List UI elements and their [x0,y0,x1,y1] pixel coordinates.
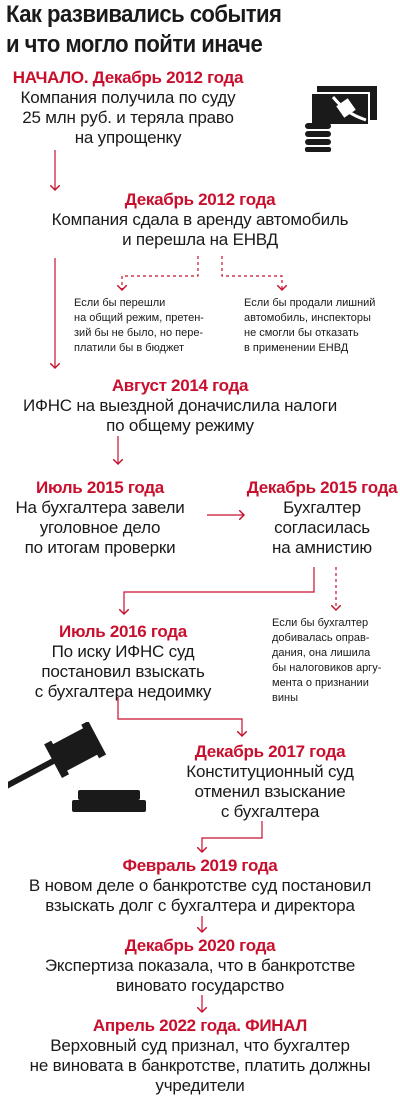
event-3-text: ИФНС на выездной доначислила налоги по о… [0,396,360,436]
event-5: Декабрь 2015 года Бухгалтер согласилась … [244,478,400,558]
gavel-icon [2,720,148,827]
note-3-line-6: вины [272,692,298,704]
note-3-line-3: дания, она лишила [272,647,371,659]
dashed-arrow-n1 [122,256,199,290]
event-9-date: Декабрь 2020 года [124,936,276,955]
event-1-text: Компания получила по суду 25 млн руб. и … [8,88,248,148]
event-8: Февраль 2019 года В новом деле о банкрот… [0,856,400,916]
arrow-e5-e6 [124,567,315,614]
event-6-date: Июль 2016 года [59,622,187,641]
event-5-line-2: согласилась [274,518,370,537]
event-8-line-2: взыскать долг с бухгалтера и директора [45,896,355,915]
event-1-line-2: 25 млн руб. и теряла право [22,108,234,127]
event-10-date: Апрель 2022 года. ФИНАЛ [92,1016,308,1035]
event-9: Декабрь 2020 года Экспертиза показала, ч… [0,936,400,996]
note-3-line-1: Если бы бухгалтер [272,617,369,629]
event-2-text: Компания сдала в аренду автомобиль и пер… [10,210,390,250]
note-3-line-2: добивалась оправ- [272,632,370,644]
dashed-arrow-n2 [221,256,282,290]
page-title: Как развивались события и что могло пойт… [6,0,365,60]
title-line-1: Как развивались события [6,1,282,28]
event-4-line-2: уголовное дело [39,518,161,537]
event-2: Декабрь 2012 года Компания сдала в аренд… [10,190,390,250]
event-1-line-3: на упрощенку [74,128,182,147]
event-2-line-2: и перешла на ЕНВД [122,230,278,249]
event-6-line-2: постановил взыскать [41,662,205,681]
event-5-line-1: Бухгалтер [283,498,361,517]
arrow-e6-e7 [117,697,242,736]
event-3-line-1: ИФНС на выездной доначислила налоги [22,396,338,415]
note-3-line-4: бы налоговиков аргу- [272,662,382,674]
money-icon [303,84,383,157]
arrow-e7-e8 [202,821,263,852]
event-3: Август 2014 года ИФНС на выездной доначи… [0,376,360,436]
event-1-line-1: Компания получила по суду [20,88,236,107]
event-4: Июль 2015 года На бухгалтера завели угол… [0,478,200,558]
event-10-line-2: не виновата в банкротстве, платить должн… [29,1056,371,1075]
event-10: Апрель 2022 года. ФИНАЛ Верховный суд пр… [0,1016,400,1096]
event-6-line-3: с бухгалтера недоимку [34,682,212,701]
note-1-line-3: зий бы не было, но пере- [74,327,204,339]
note-1-line-1: Если бы перешли [74,297,166,309]
note-2-line-3: не смогли бы отказать [244,327,359,339]
note-2: Если бы продали лишний автомобиль, инспе… [244,296,400,356]
event-7-line-3: с бухгалтера [220,802,320,821]
event-6-text: По иску ИФНС суд постановил взыскать с б… [18,642,228,702]
event-4-line-3: по итогам проверки [24,538,176,557]
event-9-line-2: виновато государство [115,976,285,995]
note-1-line-4: платили бы в бюджет [74,342,185,354]
event-1-date: НАЧАЛО. Декабрь 2012 года [12,68,244,87]
event-9-text: Экспертиза показала, что в банкротстве в… [0,956,400,996]
event-6-line-1: По иску ИФНС суд [51,642,195,661]
event-8-date: Февраль 2019 года [122,856,278,875]
note-2-line-1: Если бы продали лишний [244,297,376,309]
note-1-line-2: на общий режим, претен- [74,312,204,324]
note-3: Если бы бухгалтер добивалась оправ- дани… [272,616,400,706]
event-7-line-1: Конституционный суд [186,762,354,781]
event-2-line-1: Компания сдала в аренду автомобиль [51,210,349,229]
note-2-line-2: автомобиль, инспекторы [244,312,371,324]
event-10-line-3: учредители [155,1076,245,1095]
event-8-text: В новом деле о банкротстве суд постанови… [0,876,400,916]
event-7: Декабрь 2017 года Конституционный суд от… [170,742,370,822]
event-5-text: Бухгалтер согласилась на амнистию [244,498,400,558]
event-3-line-2: по общему режиму [106,416,254,435]
event-7-date: Декабрь 2017 года [194,742,346,761]
event-7-line-2: отменил взыскание [194,782,346,801]
event-5-line-3: на амнистию [272,538,372,557]
event-1: НАЧАЛО. Декабрь 2012 года Компания получ… [8,68,248,148]
event-7-text: Конституционный суд отменил взыскание с … [170,762,370,822]
event-6: Июль 2016 года По иску ИФНС суд постанов… [18,622,228,702]
event-8-line-1: В новом деле о банкротстве суд постанови… [28,876,372,895]
event-4-line-1: На бухгалтера завели [15,498,185,517]
title-line-2: и что могло пойти иначе [6,31,263,58]
event-9-line-1: Экспертиза показала, что в банкротстве [44,956,356,975]
event-5-date: Декабрь 2015 года [246,478,398,497]
event-10-line-1: Верховный суд признал, что бухгалтер [50,1036,350,1055]
event-4-text: На бухгалтера завели уголовное дело по и… [0,498,200,558]
note-1: Если бы перешли на общий режим, претен- … [74,296,234,356]
note-2-line-4: в применении ЕНВД [244,342,349,354]
event-2-date: Декабрь 2012 года [124,190,276,209]
event-10-text: Верховный суд признал, что бухгалтер не … [0,1036,400,1096]
event-3-date: Август 2014 года [111,376,249,395]
event-4-date: Июль 2015 года [36,478,164,497]
note-3-line-5: мента о признании [272,677,369,689]
